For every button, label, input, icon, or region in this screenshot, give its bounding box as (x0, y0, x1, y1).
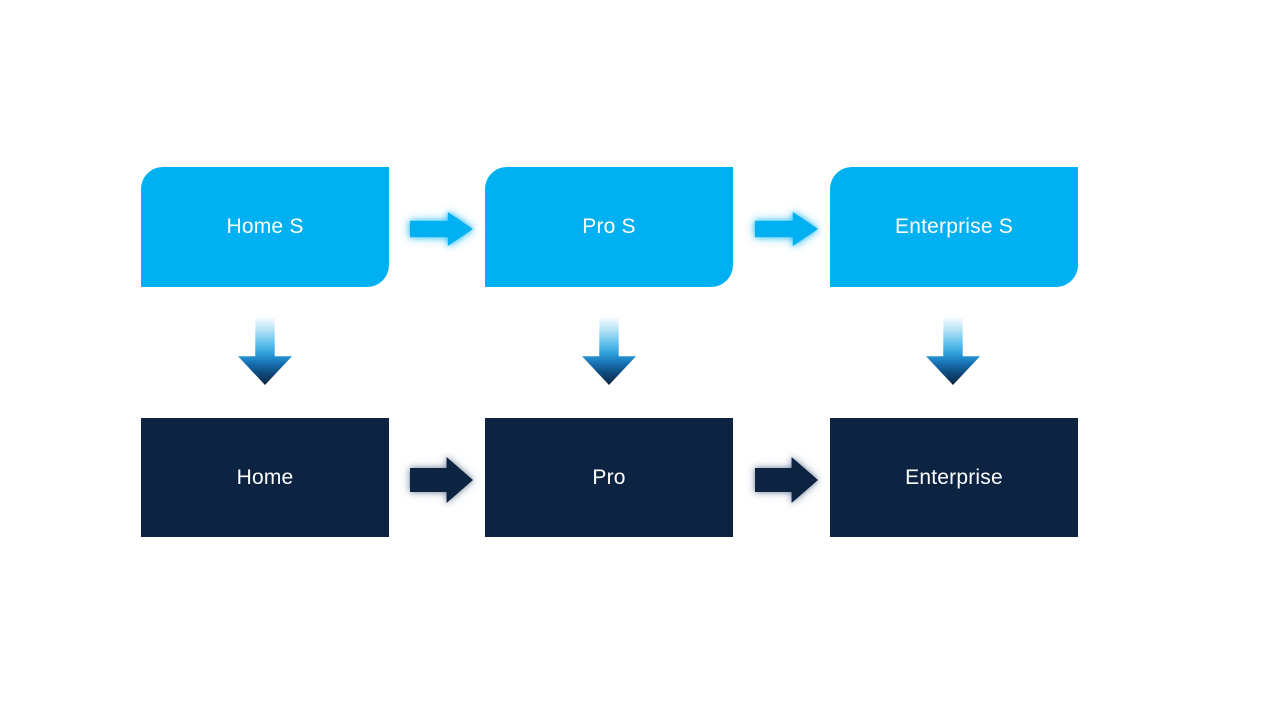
node-enterprise-s-label: Enterprise S (895, 215, 1013, 238)
node-enterprise: Enterprise (830, 418, 1078, 537)
node-pro: Pro (485, 418, 733, 537)
node-home-s-label: Home S (226, 215, 304, 238)
right-arrow-icon (755, 457, 818, 503)
right-arrow-icon (410, 457, 473, 503)
right-arrow-icon (755, 457, 818, 503)
node-enterprise-label: Enterprise (905, 465, 1003, 489)
down-arrow-icon (238, 318, 292, 385)
node-enterprise-s: Enterprise S (830, 167, 1078, 287)
node-home: Home (141, 418, 389, 537)
node-home-s: Home S (141, 167, 389, 287)
right-arrow-icon (755, 212, 818, 246)
node-pro-label: Pro (592, 465, 626, 489)
right-arrow-icon (755, 212, 818, 246)
right-arrow-icon (410, 457, 473, 503)
down-arrow-icon (582, 318, 636, 385)
node-pro-s: Pro S (485, 167, 733, 287)
down-arrow-icon (926, 318, 980, 385)
node-home-label: Home (236, 465, 294, 489)
right-arrow-icon (410, 212, 473, 246)
node-pro-s-label: Pro S (582, 215, 636, 238)
right-arrow-icon (410, 212, 473, 246)
